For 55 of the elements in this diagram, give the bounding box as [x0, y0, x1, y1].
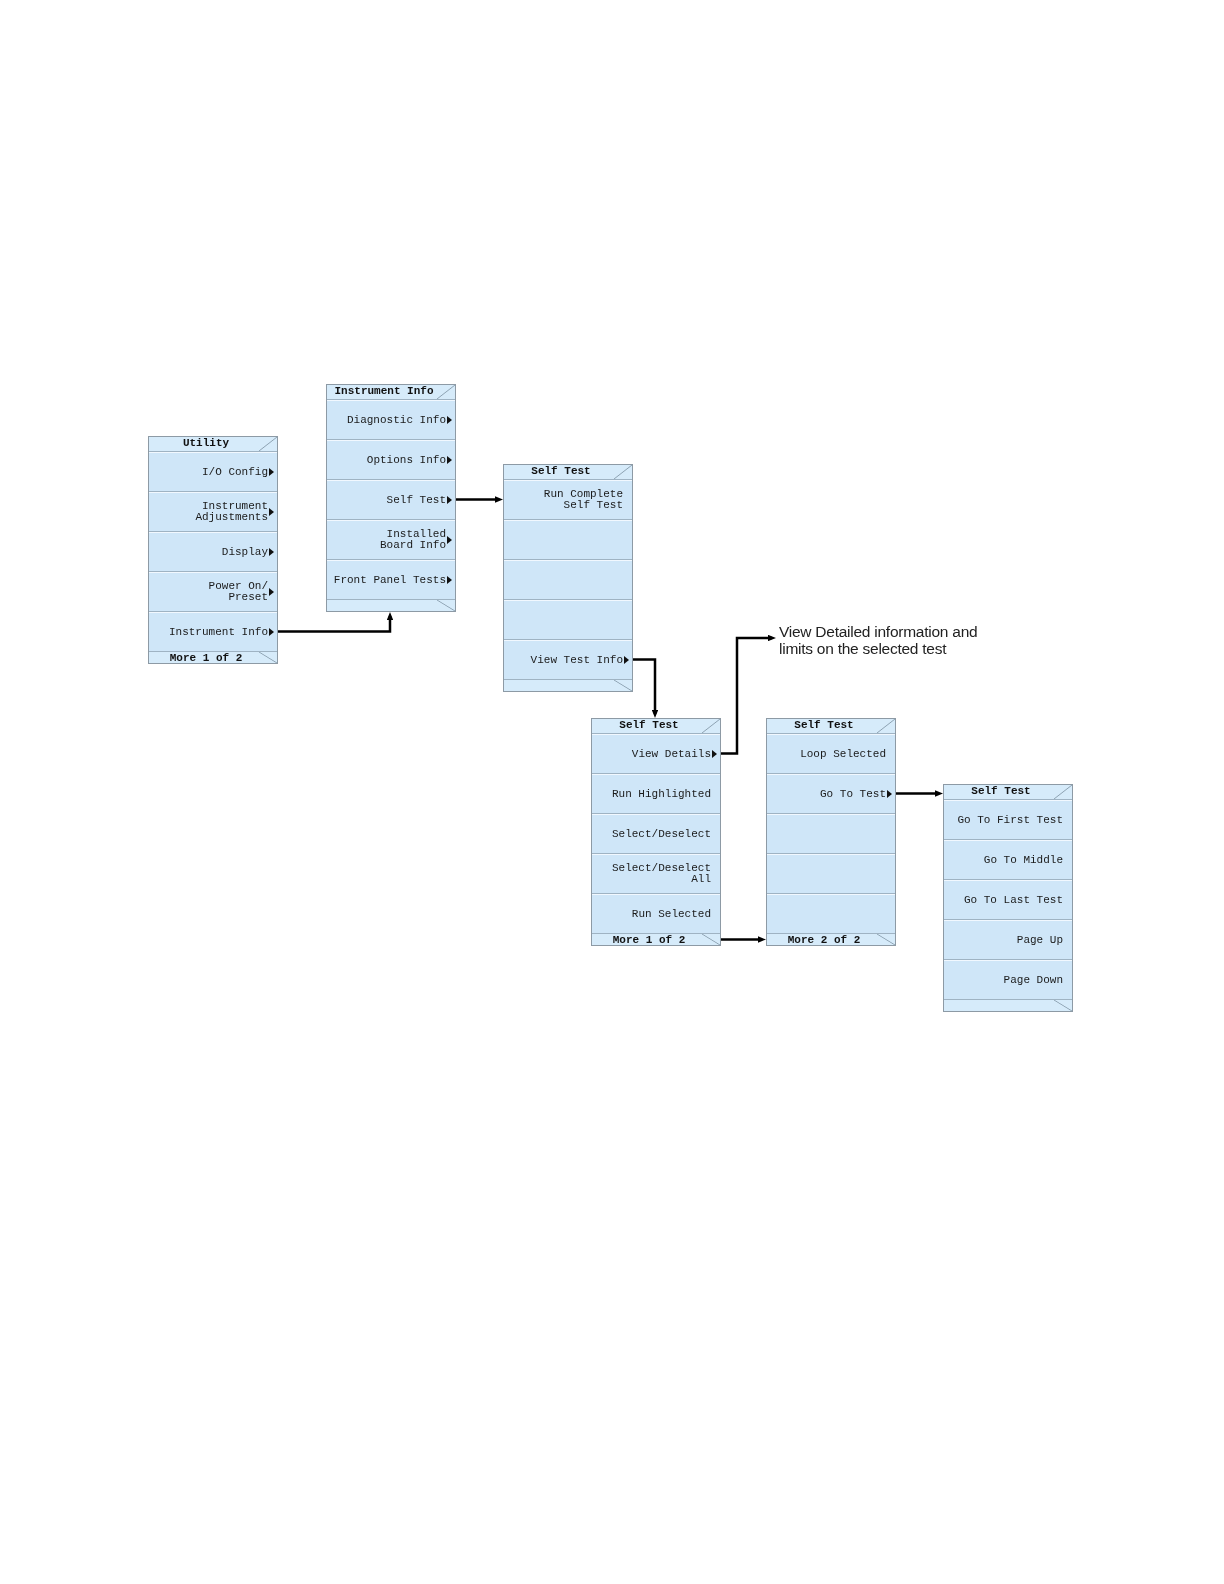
menu-footer — [327, 600, 455, 611]
menu-panel — [148, 436, 278, 664]
menu-panel — [766, 718, 896, 946]
menu-title: Self Test — [504, 465, 632, 479]
softkey-button: Loop Selected — [767, 734, 895, 773]
connector-arrow — [720, 936, 766, 943]
softkey-button: I/O Config — [149, 452, 277, 491]
connector-arrow — [720, 634, 776, 755]
softkey-button: Page Up — [944, 920, 1072, 959]
softkey-button: View Details — [592, 734, 720, 773]
softkey-button: Go To Middle — [944, 840, 1072, 879]
blank-softkey — [504, 520, 632, 559]
softkey-button: Run Complete Self Test — [504, 480, 632, 519]
softkey-button: Run Highlighted — [592, 774, 720, 813]
softkey-button: Front Panel Tests — [327, 560, 455, 599]
blank-softkey — [767, 814, 895, 853]
softkey-button: Select/Deselect — [592, 814, 720, 853]
softkey-button: Select/Deselect All — [592, 854, 720, 893]
blank-softkey — [504, 600, 632, 639]
menu-title: Instrument Info — [327, 385, 455, 399]
connector-arrow — [632, 658, 659, 718]
menu-title: Utility — [149, 437, 277, 451]
softkey-button: Go To Last Test — [944, 880, 1072, 919]
menu-panel — [503, 464, 633, 692]
softkey-button: View Test Info — [504, 640, 632, 679]
softkey-button: Run Selected — [592, 894, 720, 933]
menu-title: Self Test — [592, 719, 720, 733]
connector-arrow — [455, 496, 503, 503]
softkey-button: Instrument Adjustments — [149, 492, 277, 531]
softkey-button: Page Down — [944, 960, 1072, 999]
menu-footer: More 1 of 2 — [149, 652, 277, 663]
softkey-button: Options Info — [327, 440, 455, 479]
blank-softkey — [767, 894, 895, 933]
softkey-button: Diagnostic Info — [327, 400, 455, 439]
menu-title: Self Test — [767, 719, 895, 733]
annotation-text: View Detailed information and limits on the selected test — [776, 623, 992, 657]
menu-footer — [944, 1000, 1072, 1011]
menu-panel — [943, 784, 1073, 1012]
connector-arrow — [277, 612, 394, 633]
softkey-button: Power On/ Preset — [149, 572, 277, 611]
softkey-button: Display — [149, 532, 277, 571]
connector-arrow — [895, 790, 943, 797]
menu-title: Self Test — [944, 785, 1072, 799]
blank-softkey — [504, 560, 632, 599]
blank-softkey — [767, 854, 895, 893]
menu-footer: More 1 of 2 — [592, 934, 720, 945]
softkey-button: Go To First Test — [944, 800, 1072, 839]
menu-panel — [591, 718, 721, 946]
softkey-button: Go To Test — [767, 774, 895, 813]
menu-panel — [326, 384, 456, 612]
menu-footer: More 2 of 2 — [767, 934, 895, 945]
softkey-button: Installed Board Info — [327, 520, 455, 559]
softkey-button: Self Test — [327, 480, 455, 519]
menu-footer — [504, 680, 632, 691]
softkey-button: Instrument Info — [149, 612, 277, 651]
